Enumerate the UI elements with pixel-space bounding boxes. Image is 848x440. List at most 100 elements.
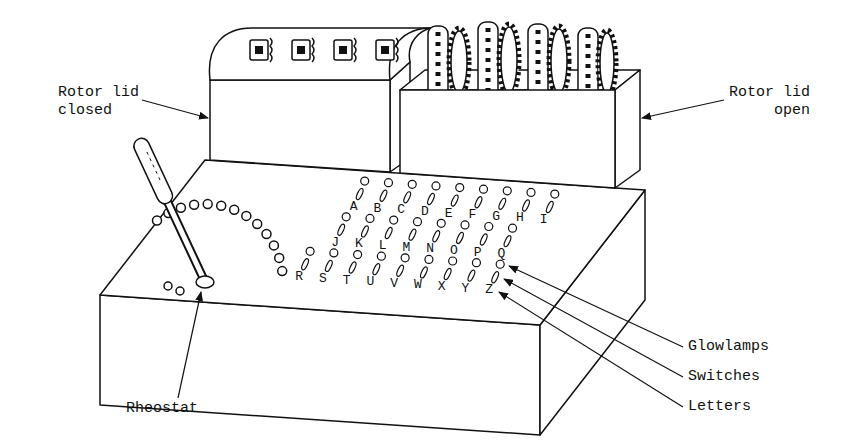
- key-unit: [419, 255, 433, 278]
- glow-lamp: [480, 185, 488, 193]
- key-unit: [408, 218, 422, 241]
- key-unit: [403, 180, 417, 203]
- closed-rotor-lid: [209, 28, 432, 80]
- glow-lamp: [408, 180, 416, 188]
- key-unit: [348, 251, 362, 274]
- glow-lamp: [509, 224, 517, 232]
- callout-label: Rotor lid open: [726, 84, 810, 120]
- rotor-ring: [528, 24, 548, 98]
- key-letter: O: [450, 244, 458, 258]
- leader-line: [509, 266, 683, 347]
- rotor-ring: [478, 22, 498, 98]
- thumbwheel-edge: [312, 38, 314, 62]
- key-letter: P: [474, 246, 482, 260]
- rheostat-contact: [242, 211, 251, 220]
- rotor-marks: [586, 34, 591, 92]
- key-switch: [474, 196, 483, 209]
- closed-box-front: [210, 80, 390, 172]
- glow-lamp: [432, 182, 440, 190]
- rheostat-handle: [142, 146, 165, 196]
- leader-line: [499, 292, 683, 407]
- key-letter: X: [438, 280, 446, 294]
- rotor-window: [250, 40, 268, 60]
- rotor-thumbwheel: [499, 24, 519, 96]
- key-letter: I: [540, 213, 548, 227]
- rheostat-contact: [217, 201, 226, 210]
- key-unit: [545, 190, 559, 213]
- rheostat-contact: [153, 216, 162, 225]
- key-switch: [491, 271, 500, 284]
- key-unit: [503, 224, 517, 247]
- open-box-front: [400, 90, 615, 188]
- rheostat-contact: [275, 253, 284, 262]
- rheostat-contact: [262, 230, 271, 239]
- rotor-marks: [486, 28, 491, 92]
- key-unit: [379, 179, 393, 202]
- rotor-marks: [536, 30, 541, 92]
- glow-lamp: [485, 223, 493, 231]
- glow-lamp: [361, 177, 369, 185]
- key-letter: H: [516, 211, 524, 225]
- key-switch: [419, 266, 428, 279]
- key-switch: [479, 233, 488, 246]
- key-unit: [432, 219, 446, 242]
- thumbwheel-edge: [354, 38, 356, 62]
- key-switch: [455, 231, 464, 244]
- key-letter: Q: [498, 247, 506, 261]
- key-letter: W: [414, 278, 422, 292]
- glow-lamp: [377, 252, 385, 260]
- key-switch: [432, 230, 441, 243]
- key-letter: L: [379, 239, 387, 253]
- rotor-thumbwheel: [549, 26, 569, 96]
- glow-lamp: [401, 254, 409, 262]
- handle-grip: [146, 150, 160, 180]
- key-unit: [384, 216, 398, 239]
- key-switch: [503, 235, 512, 248]
- key-switch: [360, 225, 369, 238]
- key-letter: M: [403, 241, 411, 255]
- key-unit: [467, 259, 481, 282]
- glow-lamp: [461, 221, 469, 229]
- lever-pivot: [196, 276, 214, 288]
- key-switch: [408, 228, 417, 241]
- rotor-marks: [436, 32, 441, 92]
- key-unit: [521, 188, 535, 211]
- key-unit: [360, 214, 374, 237]
- window-mark: [381, 46, 389, 54]
- glow-lamp: [449, 257, 457, 265]
- key-letter: C: [397, 203, 405, 217]
- glow-lamp: [390, 216, 398, 224]
- rheostat-terminal: [164, 282, 172, 290]
- key-unit: [337, 213, 351, 236]
- key-letter: U: [366, 275, 374, 289]
- key-letter: J: [331, 236, 339, 250]
- rotor-thumbwheel: [501, 27, 517, 93]
- glow-lamp: [503, 187, 511, 195]
- thumbwheel-edge: [396, 38, 398, 62]
- key-unit: [324, 249, 338, 272]
- key-letter: B: [374, 202, 382, 216]
- key-letter: E: [445, 207, 453, 221]
- rotor-ring: [578, 28, 598, 98]
- key-switch: [545, 201, 554, 214]
- key-letter: D: [421, 205, 429, 219]
- window-mark: [255, 46, 263, 54]
- key-switch: [467, 269, 476, 282]
- key-unit: [396, 254, 410, 277]
- callout-label: Switches: [688, 368, 760, 386]
- rotor-ring: [428, 26, 448, 98]
- key-unit: [479, 223, 493, 246]
- rotor-thumbwheel: [451, 31, 467, 93]
- glow-lamp: [366, 214, 374, 222]
- rheostat-contact: [176, 203, 185, 212]
- key-switch: [450, 194, 459, 207]
- key-letter: A: [350, 200, 358, 214]
- rheostat-handle: [142, 146, 165, 196]
- key-unit: [300, 247, 314, 270]
- glow-lamp: [456, 184, 464, 192]
- glow-lamp: [306, 247, 314, 255]
- glow-lamp: [330, 249, 338, 257]
- key-unit: [498, 187, 512, 210]
- key-letter: Y: [462, 282, 470, 296]
